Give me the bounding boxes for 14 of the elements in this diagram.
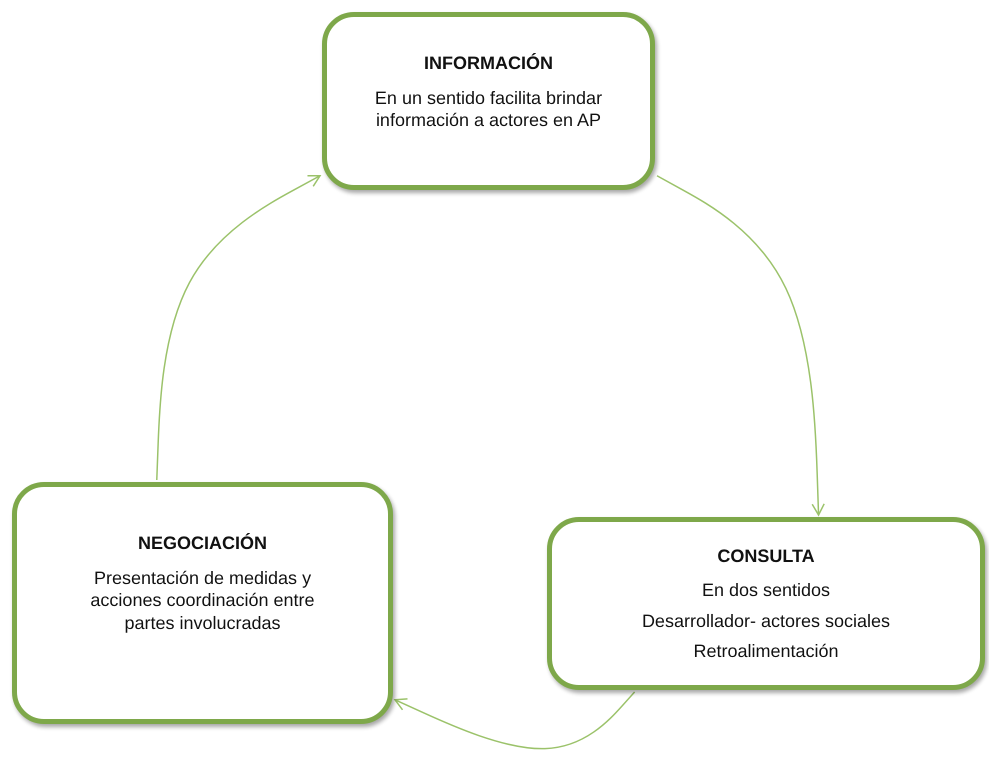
box-heading: CONSULTA: [717, 544, 815, 567]
box-heading: NEGOCIACIÓN: [138, 532, 267, 554]
curved-arrow: [656, 175, 825, 516]
rounded-box: [322, 12, 655, 190]
box-text: Presentación de medidas y acciones coordinación entre partes involucradas: [89, 566, 316, 634]
box-text: Retroalimentación: [693, 640, 839, 662]
box-text: Desarrollador- actores sociales: [642, 610, 890, 632]
rounded-box: [12, 482, 393, 724]
box-heading: INFORMACIÓN: [424, 52, 553, 75]
box-text: En un sentido facilita brindar información a actores en AP: [374, 86, 604, 132]
box-text: En dos sentidos: [702, 579, 830, 602]
rounded-box: [547, 517, 985, 690]
curved-arrow: [394, 692, 636, 750]
curved-arrow: [156, 175, 321, 480]
